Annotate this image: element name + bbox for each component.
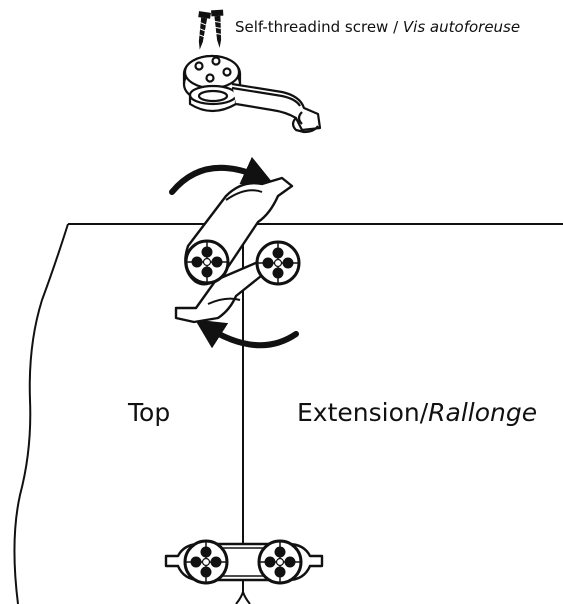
rotate-arrow-icon — [169, 156, 273, 195]
extension-label-en: Extension/ — [297, 398, 429, 427]
lower-connector — [164, 539, 324, 585]
upper-connector — [169, 156, 301, 349]
screw-caption-fr: Vis autoforeuse — [402, 18, 521, 36]
rotate-arrow-icon — [194, 319, 299, 349]
screw-icon — [197, 9, 224, 50]
screw-caption-en: Self-threadind screw / — [235, 18, 403, 36]
extension-label-fr: Rallonge — [428, 398, 538, 427]
screw-caption: Self-threadind screw / Vis autoforeuse — [235, 18, 520, 36]
bracket-clip-icon — [182, 54, 322, 134]
top-label: Top — [128, 398, 171, 427]
extension-label: Extension/Rallonge — [297, 398, 537, 427]
